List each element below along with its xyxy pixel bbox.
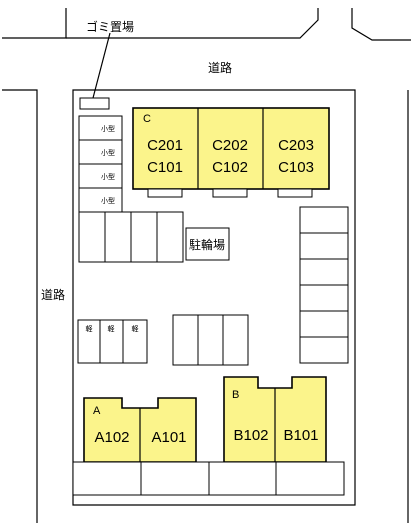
unit-c101: C101	[147, 159, 183, 176]
meter-box	[277, 188, 313, 198]
unit-c102: C102	[212, 159, 248, 176]
parking-row-center	[172, 314, 249, 366]
parking-space	[299, 258, 349, 286]
road-edge	[2, 8, 67, 39]
small-car-label: 小型	[101, 196, 115, 205]
light-vehicle-spaces: 軽 軽 軽	[77, 319, 148, 364]
small-car-space	[78, 163, 123, 189]
unit-c203: C203	[278, 137, 314, 154]
small-car-space	[78, 139, 123, 165]
parking-space	[130, 211, 158, 263]
unit-a102: A102	[94, 429, 129, 446]
parking-space	[299, 206, 349, 234]
lot-boundary	[72, 89, 356, 506]
small-car-label: 小型	[101, 172, 115, 181]
light-vehicle-label: 軽	[108, 324, 115, 333]
bicycle-parking-label: 駐輪場	[189, 237, 225, 252]
unit-c201: C201	[147, 137, 183, 154]
garbage-leader-line	[92, 32, 111, 99]
meter-box	[212, 188, 248, 198]
building-a: A A102 A101	[83, 397, 197, 471]
parking-space	[72, 461, 142, 496]
light-vehicle-label: 軽	[86, 324, 93, 333]
garbage-label: ゴミ置場	[86, 19, 134, 34]
unit-b102: B102	[233, 427, 268, 444]
small-car-label: 小型	[101, 148, 115, 157]
parking-column-right	[299, 206, 349, 364]
small-car-label: 小型	[101, 124, 115, 133]
unit-c103: C103	[278, 159, 314, 176]
road-edge	[351, 8, 411, 41]
parking-space	[275, 461, 345, 496]
building-c: C C201 C101 C202 C102 C203 C103	[132, 107, 330, 198]
parking-row-bottom	[72, 461, 345, 496]
light-vehicle-label: 軽	[132, 324, 139, 333]
unit-c202: C202	[212, 137, 248, 154]
building-a-letter: A	[93, 405, 101, 417]
road-label-left: 道路	[41, 287, 65, 302]
building-b-letter: B	[232, 389, 239, 401]
parking-space	[156, 211, 184, 263]
parking-space	[172, 314, 199, 366]
building-b: B B102 B101	[223, 376, 327, 471]
meter-box	[147, 188, 183, 198]
bicycle-parking	[185, 227, 230, 261]
parking-space	[78, 211, 106, 263]
parking-space	[140, 461, 210, 496]
road-edge	[2, 89, 38, 523]
small-car-spaces: 小型 小型 小型 小型	[78, 115, 123, 213]
parking-space	[208, 461, 277, 496]
parking-space	[104, 211, 132, 263]
unit-a101: A101	[151, 429, 186, 446]
parking-space	[299, 284, 349, 312]
small-car-space	[78, 115, 123, 141]
parking-space	[197, 314, 224, 366]
garbage-station	[79, 97, 110, 110]
parking-space	[222, 314, 249, 366]
parking-space	[299, 336, 349, 364]
parking-space	[299, 310, 349, 338]
parking-space	[299, 232, 349, 260]
road-edge	[66, 8, 319, 39]
unit-b101: B101	[283, 427, 318, 444]
building-c-letter: C	[143, 113, 151, 125]
road-label-top: 道路	[208, 60, 232, 75]
parking-row-middle	[78, 211, 184, 263]
light-vehicle-space	[122, 319, 148, 364]
